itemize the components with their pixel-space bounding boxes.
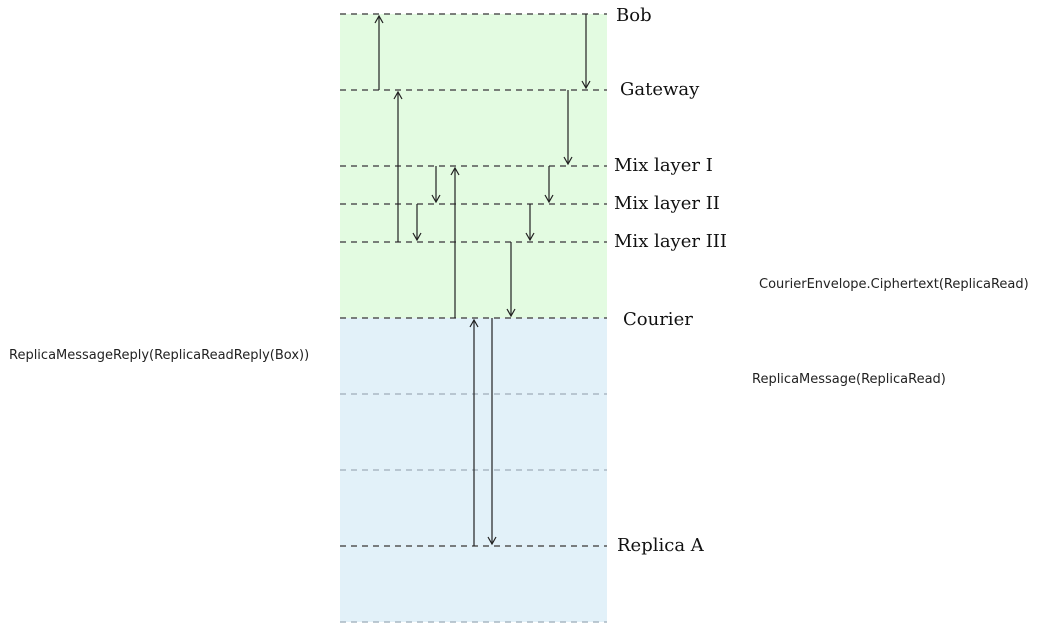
layer-label-mix-3: Mix layer III [614, 231, 727, 252]
arrow-gateway-to-mix1 [563, 90, 573, 166]
arrow-mix1-to-mix2-return [431, 166, 441, 204]
replica-reply-label: ReplicaMessageReply(ReplicaReadReply(Box… [9, 348, 309, 363]
arrow-gateway-to-bob [374, 14, 384, 90]
arrow-mix3-to-courier [506, 242, 516, 318]
layer-label-mix-1: Mix layer I [614, 155, 713, 176]
arrow-mix3-to-gateway [393, 90, 403, 242]
arrow-mix2-to-mix3 [525, 204, 535, 242]
layer-label-mix-2: Mix layer II [614, 193, 720, 214]
layer-label-courier: Courier [623, 309, 693, 330]
arrow-courier-to-mix1 [450, 166, 460, 318]
layer-label-replica-a: Replica A [617, 535, 705, 556]
layer-label-gateway: Gateway [620, 79, 700, 100]
arrow-mix1-to-mix2 [544, 166, 554, 204]
courier-envelope-label: CourierEnvelope.Ciphertext(ReplicaRead) [759, 277, 1029, 292]
arrow-courier-to-replica-a [487, 318, 497, 546]
replica-message-label: ReplicaMessage(ReplicaRead) [752, 372, 946, 387]
layer-label-bob: Bob [616, 5, 652, 26]
arrow-mix2-to-mix3-return [412, 204, 422, 242]
arrow-replica-a-to-courier [469, 318, 479, 546]
arrow-bob-to-gateway [581, 14, 591, 90]
